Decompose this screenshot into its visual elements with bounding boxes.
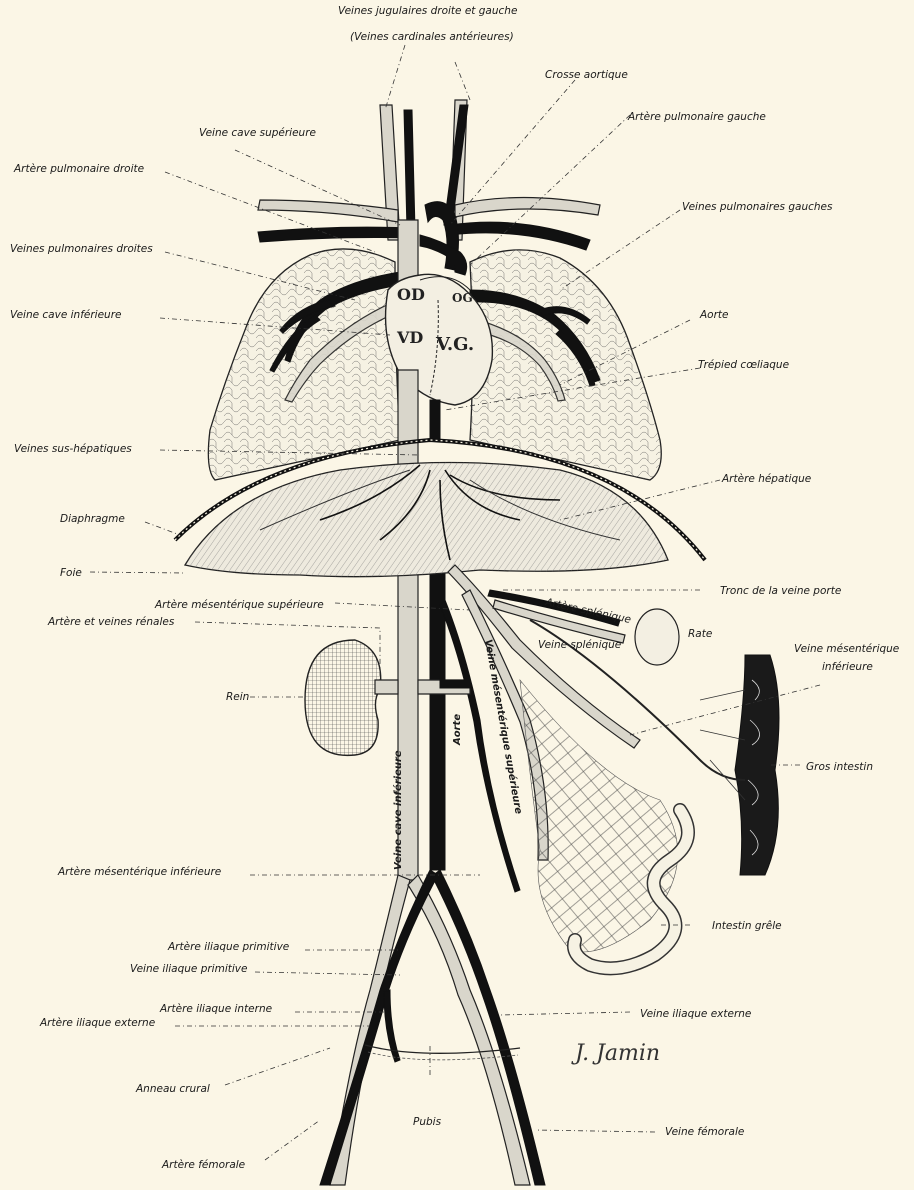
label-veine-mes-inf-2: inférieure (822, 661, 873, 673)
label-tronc-porte: Tronc de la veine porte (720, 585, 841, 597)
label-art-iliaque-prim: Artère iliaque primitive (167, 941, 289, 953)
label-pubis: Pubis (413, 1116, 442, 1128)
heart-vg-label: V.G. (435, 334, 474, 355)
label-veine-splenique: Veine splénique (538, 639, 621, 651)
heart-od-label: OD (397, 285, 425, 304)
label-veines-pulm-gauches: Veines pulmonaires gauches (682, 201, 833, 213)
label-cardinales: (Veines cardinales antérieures) (350, 31, 514, 43)
label-rein: Rein (226, 691, 249, 703)
pubis (365, 1045, 520, 1060)
heart-vd-label: VD (396, 328, 423, 347)
label-sus-hepatiques: Veines sus-hépatiques (14, 443, 132, 455)
label-art-hepatique: Artère hépatique (721, 473, 811, 485)
label-trepied: Trépied cœliaque (698, 359, 789, 371)
label-art-veines-renales: Artère et veines rénales (47, 616, 175, 628)
label-foie: Foie (60, 567, 82, 579)
label-crosse: Crosse aortique (545, 69, 628, 81)
label-veine-iliaque-ext: Veine iliaque externe (640, 1008, 751, 1020)
label-aorte-vert: Aorte (452, 714, 463, 746)
label-veine-mes-inf-1: Veine mésentérique (794, 643, 899, 655)
label-art-femorale: Artère fémorale (161, 1159, 245, 1171)
heart-og-label: OG (452, 291, 473, 305)
label-aorte-top: Aorte (699, 309, 729, 321)
common-iliac-vessels (320, 870, 545, 1185)
renal-vessels (375, 680, 470, 694)
label-art-iliaque-int: Artère iliaque interne (159, 1003, 272, 1015)
label-veines-pulm-droites: Veines pulmonaires droites (10, 243, 153, 255)
label-veine-cave-sup: Veine cave supérieure (199, 127, 316, 139)
label-jugulaires: Veines jugulaires droite et gauche (338, 5, 517, 17)
label-diaphragme: Diaphragme (60, 513, 125, 525)
label-art-iliaque-ext: Artère iliaque externe (39, 1017, 155, 1029)
liver (185, 463, 668, 577)
label-intestin-grele: Intestin grêle (712, 920, 782, 932)
spleen (635, 609, 679, 665)
label-art-pulm-gauche: Artère pulmonaire gauche (627, 111, 766, 123)
label-anneau: Anneau crural (135, 1083, 210, 1095)
signature: J. Jamin (571, 1041, 660, 1066)
label-art-pulm-droite: Artère pulmonaire droite (13, 163, 144, 175)
label-rate: Rate (688, 628, 712, 640)
label-veine-femorale: Veine fémorale (665, 1126, 744, 1138)
label-veine-iliaque-prim: Veine iliaque primitive (130, 963, 247, 975)
kidney (305, 640, 381, 755)
label-art-mes-inf: Artère mésentérique inférieure (57, 866, 221, 878)
label-veine-cave-inf-vert: Veine cave inférieure (392, 750, 404, 870)
label-veine-cave-inf: Veine cave inférieure (10, 309, 121, 321)
label-art-mes-sup: Artère mésentérique supérieure (154, 599, 324, 611)
label-gros-intestin: Gros intestin (806, 761, 873, 773)
